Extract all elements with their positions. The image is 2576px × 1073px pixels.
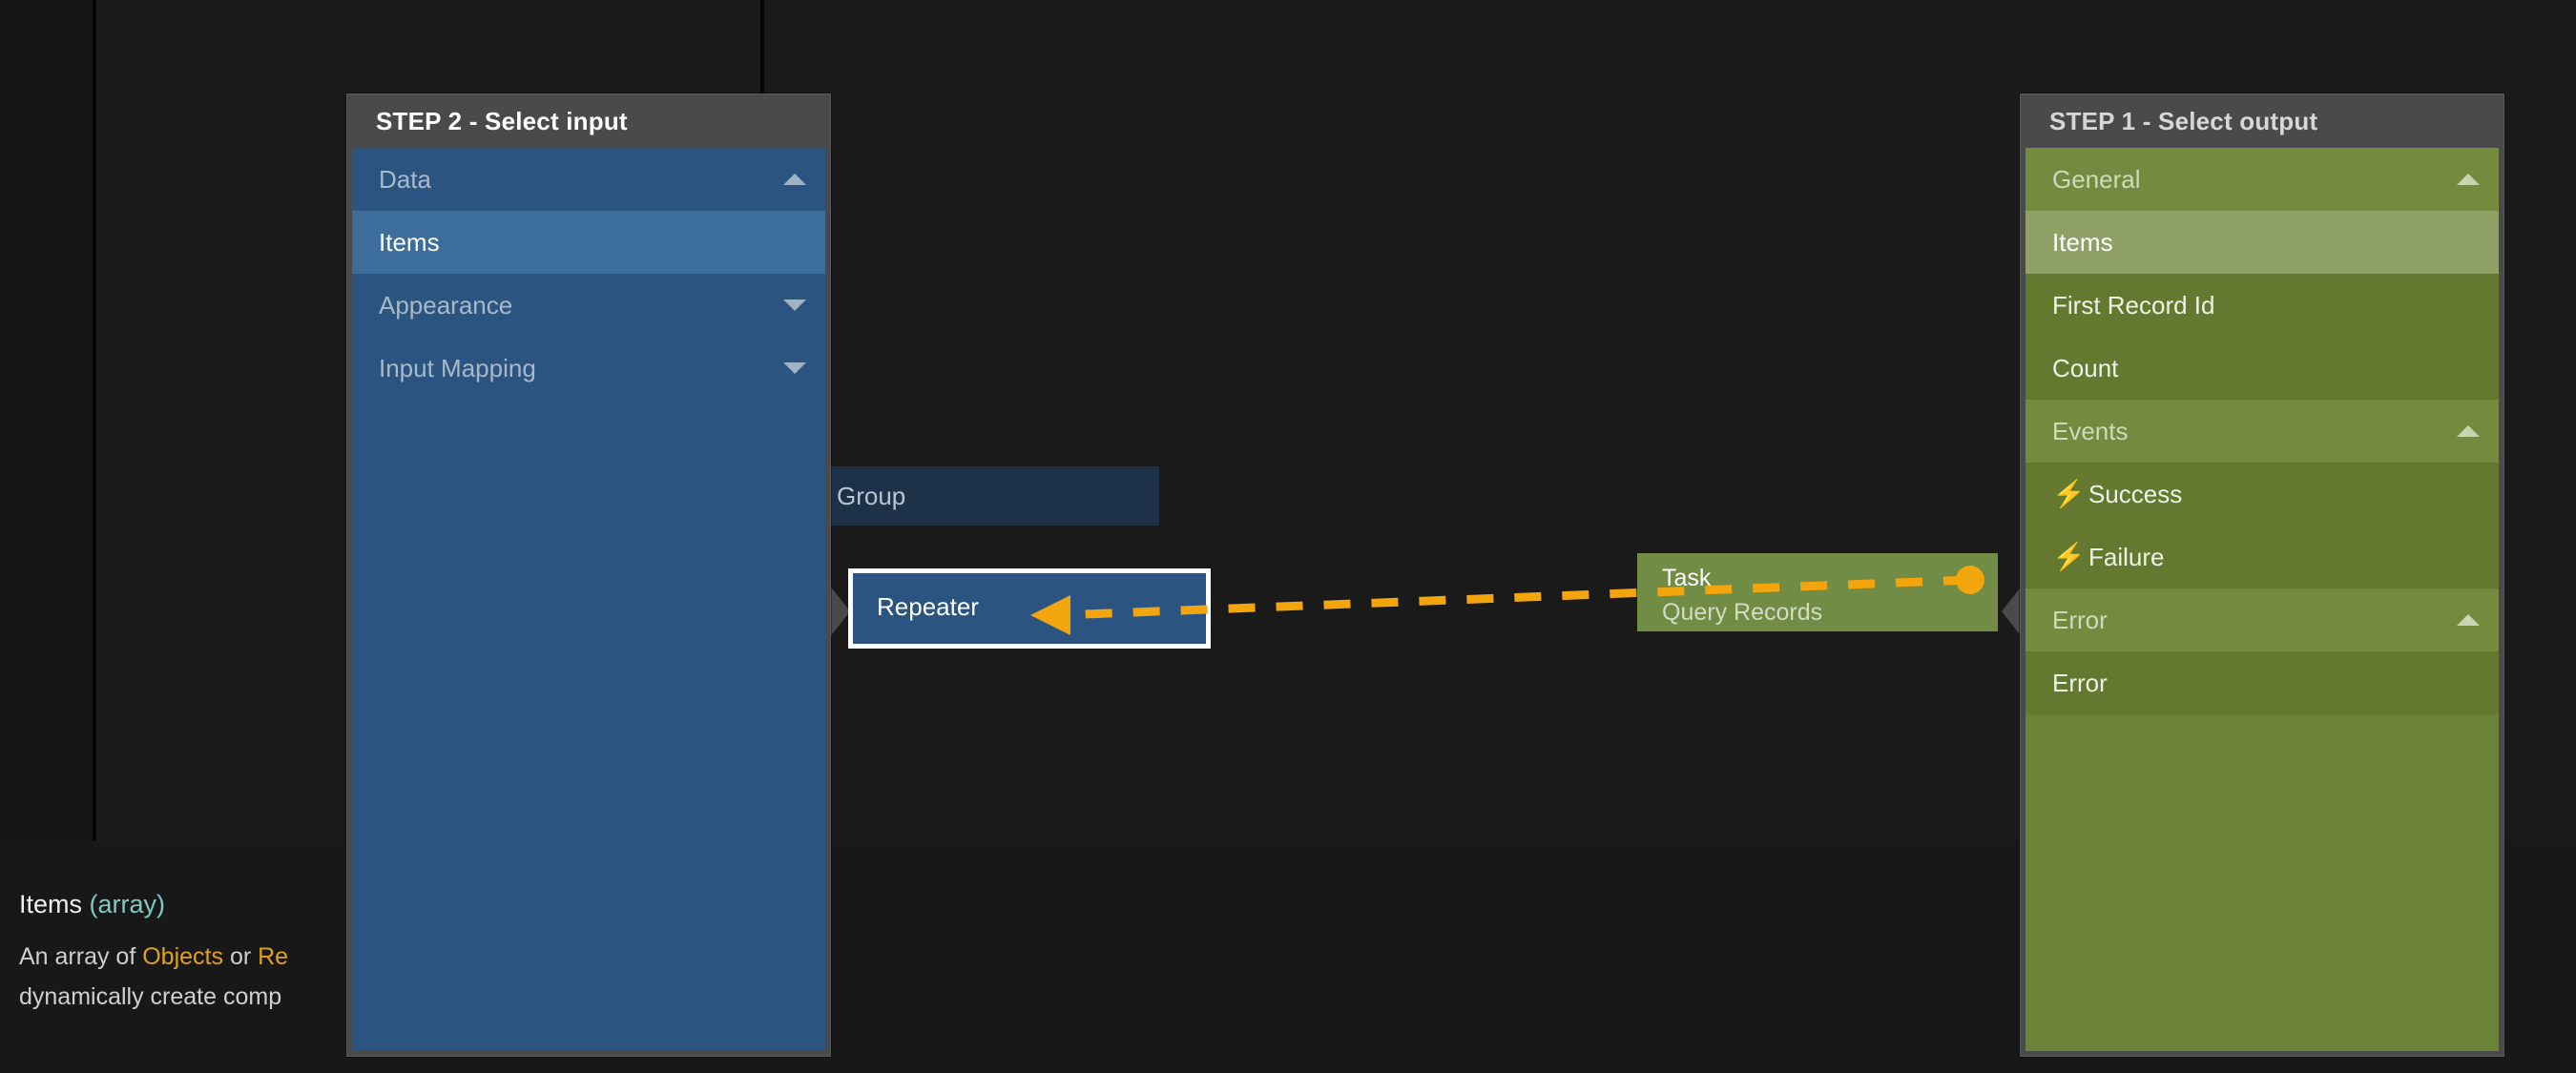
node-group[interactable]: Group bbox=[816, 466, 1159, 526]
output-event-failure-label: Failure bbox=[2088, 542, 2165, 571]
panel-output-collapse-handle[interactable] bbox=[2002, 585, 2023, 638]
input-group-appearance[interactable]: Appearance bbox=[352, 274, 825, 337]
input-item-items[interactable]: Items bbox=[352, 211, 825, 274]
property-description-title: Items (array) bbox=[19, 890, 165, 919]
chevron-up-icon[interactable] bbox=[2457, 425, 2480, 437]
select-input-panel: STEP 2 - Select input Data Items Appeara… bbox=[346, 93, 831, 1057]
output-event-success[interactable]: ⚡ Success bbox=[2025, 463, 2499, 526]
output-event-success-label: Success bbox=[2088, 479, 2183, 508]
property-description-overlay: Items (array) An array of Objects or Re … bbox=[0, 849, 382, 1073]
select-output-panel-title: STEP 1 - Select output bbox=[2049, 106, 2318, 135]
output-group-error[interactable]: Error bbox=[2025, 588, 2499, 651]
chevron-up-icon[interactable] bbox=[2457, 614, 2480, 626]
panel-input-collapse-handle[interactable] bbox=[829, 585, 850, 638]
output-item-count-label: Count bbox=[2052, 353, 2119, 382]
description-text-1: An array of bbox=[19, 943, 143, 970]
canvas-left-band bbox=[0, 0, 93, 840]
output-group-events[interactable]: Events bbox=[2025, 400, 2499, 463]
output-item-items-label: Items bbox=[2052, 227, 2113, 257]
output-item-error[interactable]: Error bbox=[2025, 651, 2499, 714]
input-item-items-label: Items bbox=[379, 227, 440, 257]
chevron-down-icon[interactable] bbox=[783, 299, 806, 311]
bolt-icon: ⚡ bbox=[2052, 479, 2086, 508]
node-repeater-label: Repeater bbox=[877, 592, 979, 621]
canvas-divider-left bbox=[93, 0, 96, 840]
description-keyword-records: Re bbox=[258, 943, 289, 970]
description-text-3: dynamically create comp bbox=[19, 983, 282, 1010]
output-item-first-record-id-label: First Record Id bbox=[2052, 290, 2215, 320]
output-item-items[interactable]: Items bbox=[2025, 211, 2499, 274]
property-name: Items bbox=[19, 890, 83, 918]
select-output-list[interactable]: General Items First Record Id Count Even… bbox=[2025, 148, 2499, 1051]
output-group-events-label: Events bbox=[2052, 416, 2129, 445]
select-input-panel-title: STEP 2 - Select input bbox=[376, 106, 628, 135]
output-group-general[interactable]: General bbox=[2025, 148, 2499, 211]
description-keyword-objects: Objects bbox=[142, 943, 223, 970]
output-item-first-record-id[interactable]: First Record Id bbox=[2025, 274, 2499, 337]
property-description-body: An array of Objects or Re dynamically cr… bbox=[19, 937, 382, 1017]
input-group-input-mapping-label: Input Mapping bbox=[379, 353, 536, 382]
output-group-general-label: General bbox=[2052, 164, 2141, 194]
input-group-data[interactable]: Data bbox=[352, 148, 825, 211]
property-type: (array) bbox=[89, 890, 166, 918]
input-group-appearance-label: Appearance bbox=[379, 290, 513, 320]
output-item-count[interactable]: Count bbox=[2025, 337, 2499, 400]
chevron-up-icon[interactable] bbox=[2457, 174, 2480, 185]
node-task-sublabel: Query Records bbox=[1662, 599, 1823, 626]
node-task[interactable]: Task Query Records bbox=[1637, 553, 1998, 631]
output-item-error-label: Error bbox=[2052, 668, 2108, 697]
bolt-icon: ⚡ bbox=[2052, 542, 2086, 571]
input-group-input-mapping[interactable]: Input Mapping bbox=[352, 337, 825, 400]
node-task-label: Task bbox=[1662, 565, 1712, 591]
node-repeater[interactable]: Repeater bbox=[848, 568, 1211, 649]
select-input-panel-header: STEP 2 - Select input bbox=[347, 94, 830, 148]
node-group-label: Group bbox=[837, 482, 906, 510]
chevron-down-icon[interactable] bbox=[783, 362, 806, 374]
input-group-data-label: Data bbox=[379, 164, 431, 194]
select-output-panel-header: STEP 1 - Select output bbox=[2021, 94, 2503, 148]
select-output-panel: STEP 1 - Select output General Items Fir… bbox=[2020, 93, 2504, 1057]
output-event-failure[interactable]: ⚡ Failure bbox=[2025, 526, 2499, 588]
description-text-2: or bbox=[223, 943, 259, 970]
select-input-list[interactable]: Data Items Appearance Input Mapping bbox=[352, 148, 825, 1051]
output-group-error-label: Error bbox=[2052, 605, 2108, 634]
chevron-up-icon[interactable] bbox=[783, 174, 806, 185]
